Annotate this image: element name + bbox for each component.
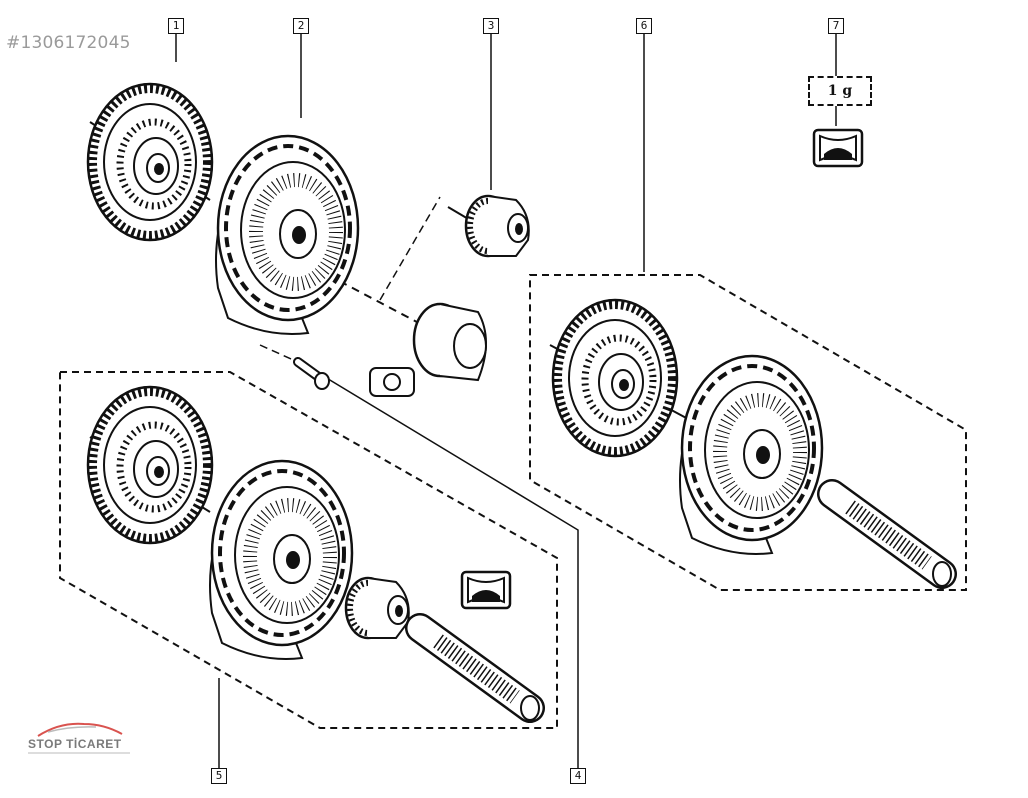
kit-outline-5 [59,371,558,729]
stop-ticaret-logo [28,722,130,754]
kit5-alignment-tool [420,628,539,720]
kit5-clutch-disc [88,387,212,543]
kit6-pressure-plate [680,356,822,554]
kit-outline-6 [529,274,967,591]
callout-3: 3 [483,18,499,34]
quantity-label: 1 g [808,76,872,106]
logo-text: STOP TİCARET [28,737,122,751]
release-bearing [466,196,529,256]
bolt [293,357,330,390]
callout-2: 2 [293,18,309,34]
pressure-plate [216,136,358,334]
grease-sachet [812,128,864,168]
clutch-disc [88,84,212,240]
kit6-clutch-disc [553,300,677,456]
callout-5: 5 [211,768,227,784]
reference-id: #1306172045 [6,33,131,53]
kit5-pressure-plate [210,461,352,659]
callout-6: 6 [636,18,652,34]
callout-1: 1 [168,18,184,34]
kit5-grease-sachet [460,570,512,610]
kit6-alignment-tool [832,494,951,586]
concentric-slave-cylinder [369,302,487,397]
callout-7: 7 [828,18,844,34]
kit5-release-bearing [346,578,409,638]
callout-4: 4 [570,768,586,784]
